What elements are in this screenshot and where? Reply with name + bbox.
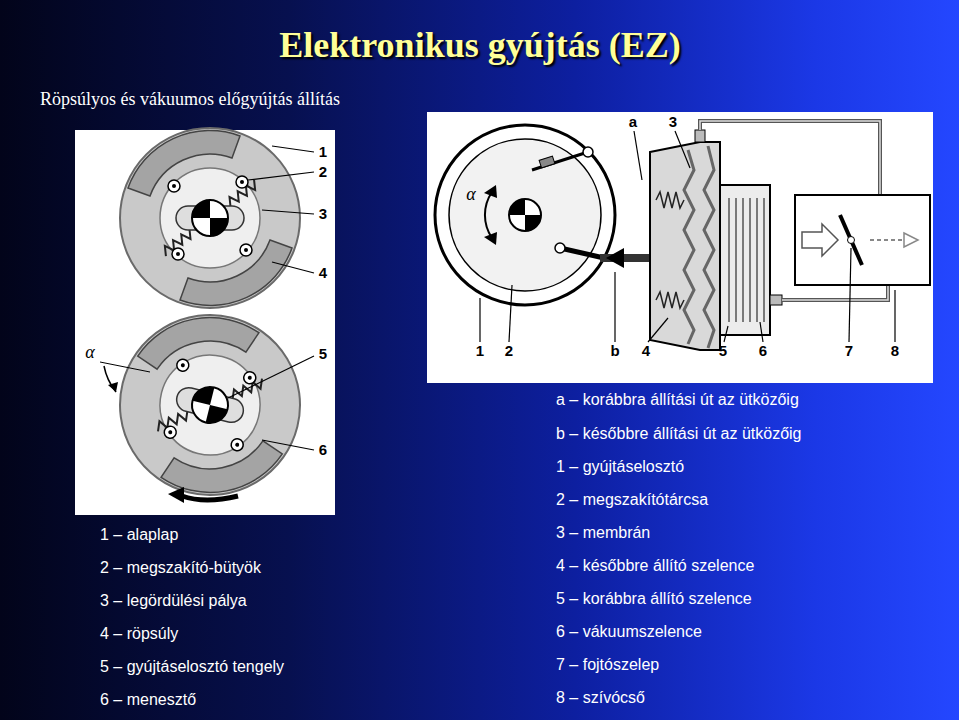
callout-number: 6 [319, 441, 327, 459]
callout-number: 1 [319, 143, 327, 161]
key-entry: 4 – későbbre állító szelence [556, 556, 754, 575]
key-entry: 1 – alaplap [100, 525, 178, 544]
callout-number: 2 [319, 163, 327, 181]
key-entry: 6 – vákuumszelence [556, 622, 702, 641]
callout-number: 7 [845, 342, 853, 360]
callout-number: 5 [719, 342, 727, 360]
angle-symbol: α [466, 184, 475, 206]
key-entry: 5 – korábbra állító szelence [556, 589, 752, 608]
callout-number: 3 [319, 205, 327, 223]
key-entry: 6 – menesztő [100, 690, 196, 709]
callout-number: 3 [669, 113, 677, 131]
key-entry: 2 – megszakító-bütyök [100, 558, 261, 577]
key-entry: 8 – szívócső [556, 688, 645, 707]
leader-lines [228, 146, 314, 450]
key-entry: 7 – fojtószelep [556, 655, 659, 674]
callout-number: 2 [505, 342, 513, 360]
key-entry: 2 – megszakítótárcsa [556, 490, 708, 509]
callout-number: 4 [319, 264, 327, 282]
key-entry: 1 – gyújtáselosztó [556, 457, 684, 476]
key-entry: 4 – röpsúly [100, 624, 178, 643]
key-entry: 5 – gyújtáselosztó tengely [100, 657, 284, 676]
angle-symbol: α [85, 342, 94, 364]
key-entry: 3 – membrán [556, 523, 650, 542]
callout-number: b [610, 342, 619, 360]
slide-title: Elektronikus gyújtás (EZ) [279, 24, 680, 67]
leader-lines [480, 131, 895, 342]
callout-number: 5 [319, 345, 327, 363]
subtitle: Röpsúlyos és vákuumos előgyújtás állítás [40, 89, 340, 111]
callout-number: 6 [759, 342, 767, 360]
key-entry: 3 – legördülési pálya [100, 591, 247, 610]
callout-number: a [629, 113, 637, 131]
picture-panel [427, 112, 933, 383]
callout-number: 4 [642, 342, 650, 360]
key-entry: a – korábbra állítási út az ütközőig [556, 390, 799, 409]
callout-number: 8 [891, 342, 899, 360]
callout-number: 1 [476, 342, 484, 360]
key-entry: b – későbbre állítási út az ütközőig [556, 424, 801, 443]
